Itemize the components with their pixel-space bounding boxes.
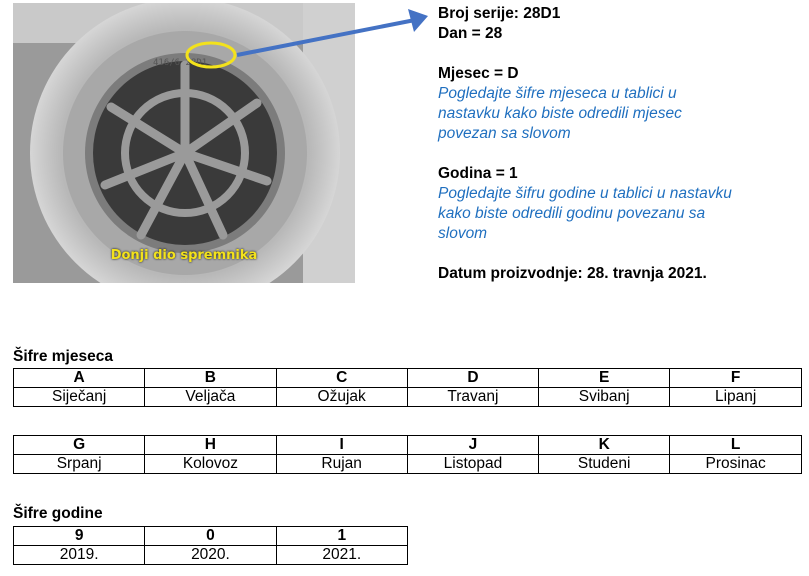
info-panel: Broj serije: 28D1 Dan = 28 Mjesec = D Po… <box>438 4 808 284</box>
month-name-cell: Svibanj <box>538 387 671 407</box>
year-code-cell: 0 <box>144 526 277 546</box>
year-note-line: kako biste odredili godinu povezanu sa <box>438 205 706 222</box>
month-code-cell: E <box>538 368 671 388</box>
month-code-cell: B <box>144 368 277 388</box>
month-name-cell: Travanj <box>406 387 540 407</box>
month-name-cell: Ožujak <box>275 387 408 407</box>
month-name-cell: Lipanj <box>669 387 802 407</box>
month-code-cell: H <box>144 435 277 455</box>
year-value-cell: 2020. <box>144 545 277 565</box>
year-codes-table: 9 0 1 2019. 2020. 2021. <box>12 526 409 565</box>
month-name-cell: Studeni <box>538 454 671 474</box>
year-note-line: slovom <box>438 225 488 242</box>
month-name-cell: Rujan <box>275 454 408 474</box>
month-codes-table-2: G H I J K L Srpanj Kolovoz Rujan Listopa… <box>12 435 802 474</box>
month-note-line: povezan sa slovom <box>438 125 571 142</box>
month-note-line: Pogledajte šifre mjeseca u tablici u <box>438 85 677 102</box>
production-date: Datum proizvodnje: 28. travnja 2021. <box>438 265 707 282</box>
month-code-cell: J <box>406 435 540 455</box>
canister-photo: 416/6 28D1 Donji dio spremnika <box>13 3 355 283</box>
year-note-line: Pogledajte šifru godine u tablici u nast… <box>438 185 732 202</box>
year-codes-title: Šifre godine <box>13 505 103 522</box>
month-code-cell: K <box>538 435 671 455</box>
month-code-cell: L <box>669 435 802 455</box>
month-name-cell: Veljača <box>144 387 277 407</box>
year-value-cell: 2019. <box>12 545 146 565</box>
serial-number: Broj serije: 28D1 <box>438 5 561 22</box>
year-value: Godina = 1 <box>438 165 518 182</box>
month-name-cell: Siječanj <box>12 387 146 407</box>
month-code-cell: I <box>275 435 408 455</box>
month-name-cell: Kolovoz <box>144 454 277 474</box>
table-row: 2019. 2020. 2021. <box>12 545 409 565</box>
month-codes-title: Šifre mjeseca <box>13 348 113 365</box>
month-code-cell: F <box>669 368 802 388</box>
month-name-cell: Srpanj <box>12 454 146 474</box>
table-row: G H I J K L <box>12 435 802 455</box>
month-name-cell: Listopad <box>406 454 540 474</box>
pointer-arrow <box>236 9 428 57</box>
table-row: Siječanj Veljača Ožujak Travanj Svibanj … <box>12 387 802 407</box>
table-row: 9 0 1 <box>12 526 409 546</box>
year-code-cell: 1 <box>275 526 409 546</box>
month-name-cell: Prosinac <box>669 454 802 474</box>
month-code-cell: A <box>12 368 146 388</box>
table-row: Srpanj Kolovoz Rujan Listopad Studeni Pr… <box>12 454 802 474</box>
month-code-cell: D <box>406 368 540 388</box>
month-codes-table-1: A B C D E F Siječanj Veljača Ožujak Trav… <box>12 368 802 407</box>
day-value: Dan = 28 <box>438 25 503 42</box>
year-code-cell: 9 <box>12 526 146 546</box>
month-code-cell: C <box>275 368 408 388</box>
photo-caption: Donji dio spremnika <box>110 248 258 263</box>
year-value-cell: 2021. <box>275 545 409 565</box>
month-code-cell: G <box>12 435 146 455</box>
table-row: A B C D E F <box>12 368 802 388</box>
canister-illustration: 416/6 28D1 <box>13 3 355 283</box>
month-note-line: nastavku kako biste odredili mjesec <box>438 105 682 122</box>
code-imprint: 416/6 28D1 <box>153 58 207 68</box>
serial-highlight-ellipse <box>185 41 237 69</box>
month-value: Mjesec = D <box>438 65 519 82</box>
